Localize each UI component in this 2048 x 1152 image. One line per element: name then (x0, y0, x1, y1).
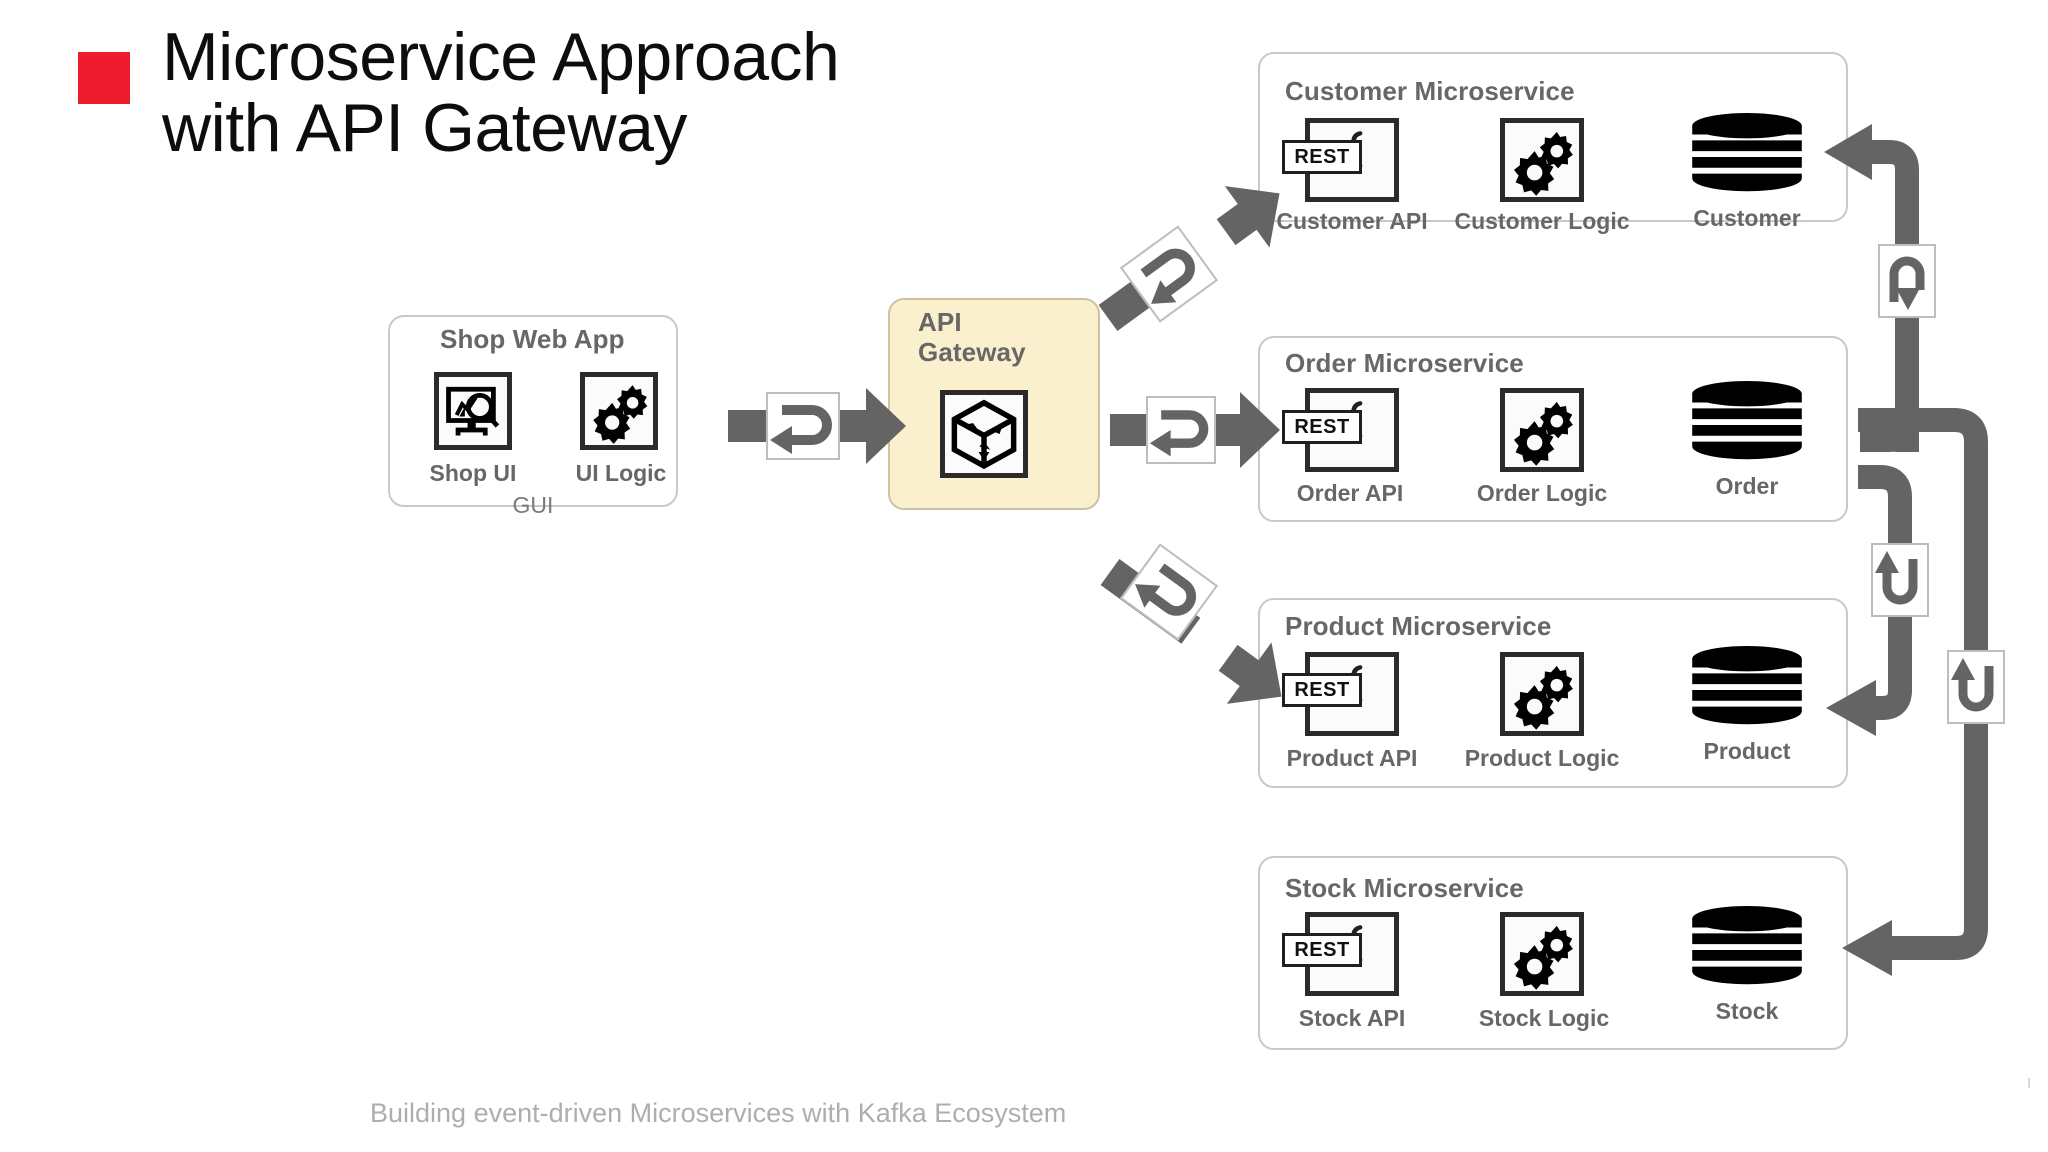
request-response-loop-icon-gateway-customer[interactable] (1119, 225, 1219, 323)
monitor-chart-search-icon[interactable] (434, 372, 512, 450)
gears-icon-stock-logic[interactable] (1500, 912, 1584, 996)
corner-tick-mark (2028, 1078, 2030, 1088)
u-turn-down-icon-customer-return[interactable] (1878, 244, 1936, 318)
gears-icon[interactable] (580, 372, 658, 450)
rest-badge-customer: REST (1282, 140, 1362, 174)
u-turn-up-icon-order-stock[interactable] (1947, 650, 2005, 724)
request-response-loop-icon-gateway-order[interactable] (1146, 396, 1216, 464)
stock-db-label: Stock (1715, 998, 1779, 1024)
ui-logic-label: UI Logic (575, 460, 667, 486)
rest-badge-stock: REST (1282, 933, 1362, 967)
product-microservice-title: Product Microservice (1285, 611, 1552, 641)
database-icon-product[interactable] (1688, 645, 1806, 740)
order-db-label: Order (1715, 473, 1779, 499)
request-response-loop-icon-gateway-product[interactable] (1119, 543, 1219, 641)
gears-icon-order-logic[interactable] (1500, 388, 1584, 472)
order-microservice-title: Order Microservice (1285, 348, 1524, 378)
u-turn-up-icon-order-product[interactable] (1871, 543, 1929, 617)
shop-ui-label: Shop UI (429, 460, 517, 486)
stock-microservice-title: Stock Microservice (1285, 873, 1524, 903)
shop-web-app-title: Shop Web App (440, 324, 625, 354)
rest-badge-product: REST (1282, 673, 1362, 707)
footer-text: Building event-driven Microservices with… (370, 1098, 1067, 1128)
customer-db-label: Customer (1693, 205, 1801, 231)
title-bullet-square (78, 52, 130, 104)
customer-logic-label: Customer Logic (1454, 208, 1630, 234)
database-icon-customer[interactable] (1688, 112, 1806, 207)
page-title: Microservice Approach with API Gateway (162, 19, 840, 166)
product-logic-label: Product Logic (1464, 745, 1620, 771)
gears-icon-product-logic[interactable] (1500, 652, 1584, 736)
rest-badge-order: REST (1282, 410, 1362, 444)
product-db-label: Product (1703, 738, 1791, 764)
database-icon-order[interactable] (1688, 380, 1806, 475)
gui-caption: GUI (512, 492, 554, 518)
customer-api-label: Customer API (1276, 208, 1428, 234)
cube-routing-icon[interactable] (940, 390, 1028, 478)
stock-logic-label: Stock Logic (1478, 1005, 1610, 1031)
order-api-label: Order API (1296, 480, 1404, 506)
product-api-label: Product API (1286, 745, 1418, 771)
request-response-loop-icon-shop-gateway[interactable] (766, 392, 840, 460)
stock-api-label: Stock API (1298, 1005, 1406, 1031)
api-gateway-title: API Gateway (918, 307, 1026, 367)
customer-microservice-title: Customer Microservice (1285, 76, 1575, 106)
gears-icon-customer-logic[interactable] (1500, 118, 1584, 202)
database-icon-stock[interactable] (1688, 905, 1806, 1000)
order-logic-label: Order Logic (1476, 480, 1608, 506)
